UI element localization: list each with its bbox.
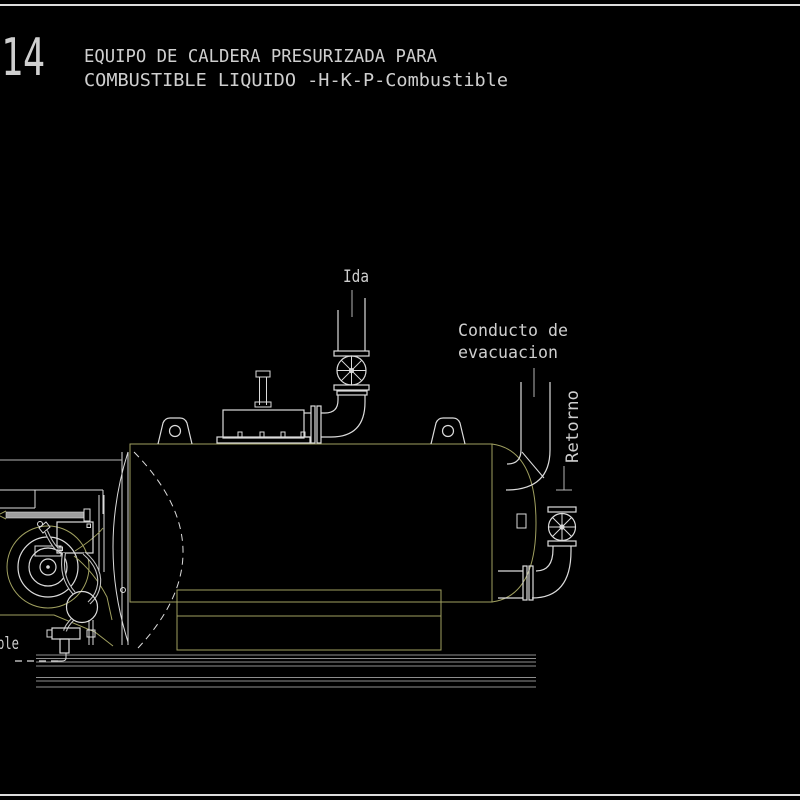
return-piping: Retorno <box>498 390 583 601</box>
blower-housing <box>0 521 126 647</box>
boiler-rear-cap <box>491 443 537 603</box>
return-elbow <box>531 546 572 599</box>
boiler-front-head-curve <box>112 451 129 643</box>
supply-piping: Ida <box>304 267 370 444</box>
top-mounted-box <box>216 370 311 444</box>
return-label: Retorno <box>563 390 583 463</box>
return-valve <box>547 506 577 547</box>
fuel-label-partial: ble <box>0 634 19 654</box>
flue-duct: Conducto de evacuacion <box>458 321 568 491</box>
drawing-title-line2: COMBUSTIBLE LIQUIDO -H-K-P-Combustible <box>84 70 508 91</box>
fuel-pump <box>65 590 99 624</box>
cable-plug <box>38 521 51 534</box>
lifting-lug-right <box>430 417 466 445</box>
supply-label: Ida <box>343 267 369 287</box>
door-swing-arc <box>133 451 184 649</box>
rear-cap-stub <box>516 513 527 529</box>
supply-valve <box>333 350 370 396</box>
burner-gun-bar <box>5 511 85 519</box>
supply-elbow <box>321 395 366 438</box>
flue-elbow <box>505 449 551 491</box>
sheet-borders <box>0 4 800 796</box>
burner-control-box <box>38 521 94 554</box>
drawing-title-line1: EQUIPO DE CALDERA PRESURIZADA PARA <box>84 46 437 67</box>
lifting-lug-left <box>157 417 193 445</box>
burner-assembly: ble <box>0 489 126 662</box>
fuel-hoses <box>61 551 102 632</box>
sheet-number: 14 <box>1 28 45 88</box>
title-block: 14 EQUIPO DE CALDERA PRESURIZADA PARA CO… <box>1 28 508 91</box>
safety-valve-cap <box>255 370 271 378</box>
flue-label-line2: evacuacion <box>458 343 558 363</box>
boiler-body-outline <box>129 443 493 603</box>
fuel-filter-valve <box>46 627 81 662</box>
boiler-skid-base <box>176 589 442 651</box>
floor-lines <box>36 654 536 688</box>
boiler-shell <box>0 370 537 649</box>
flue-label-line1: Conducto de <box>458 321 568 341</box>
burner-gun-tip <box>0 510 7 520</box>
